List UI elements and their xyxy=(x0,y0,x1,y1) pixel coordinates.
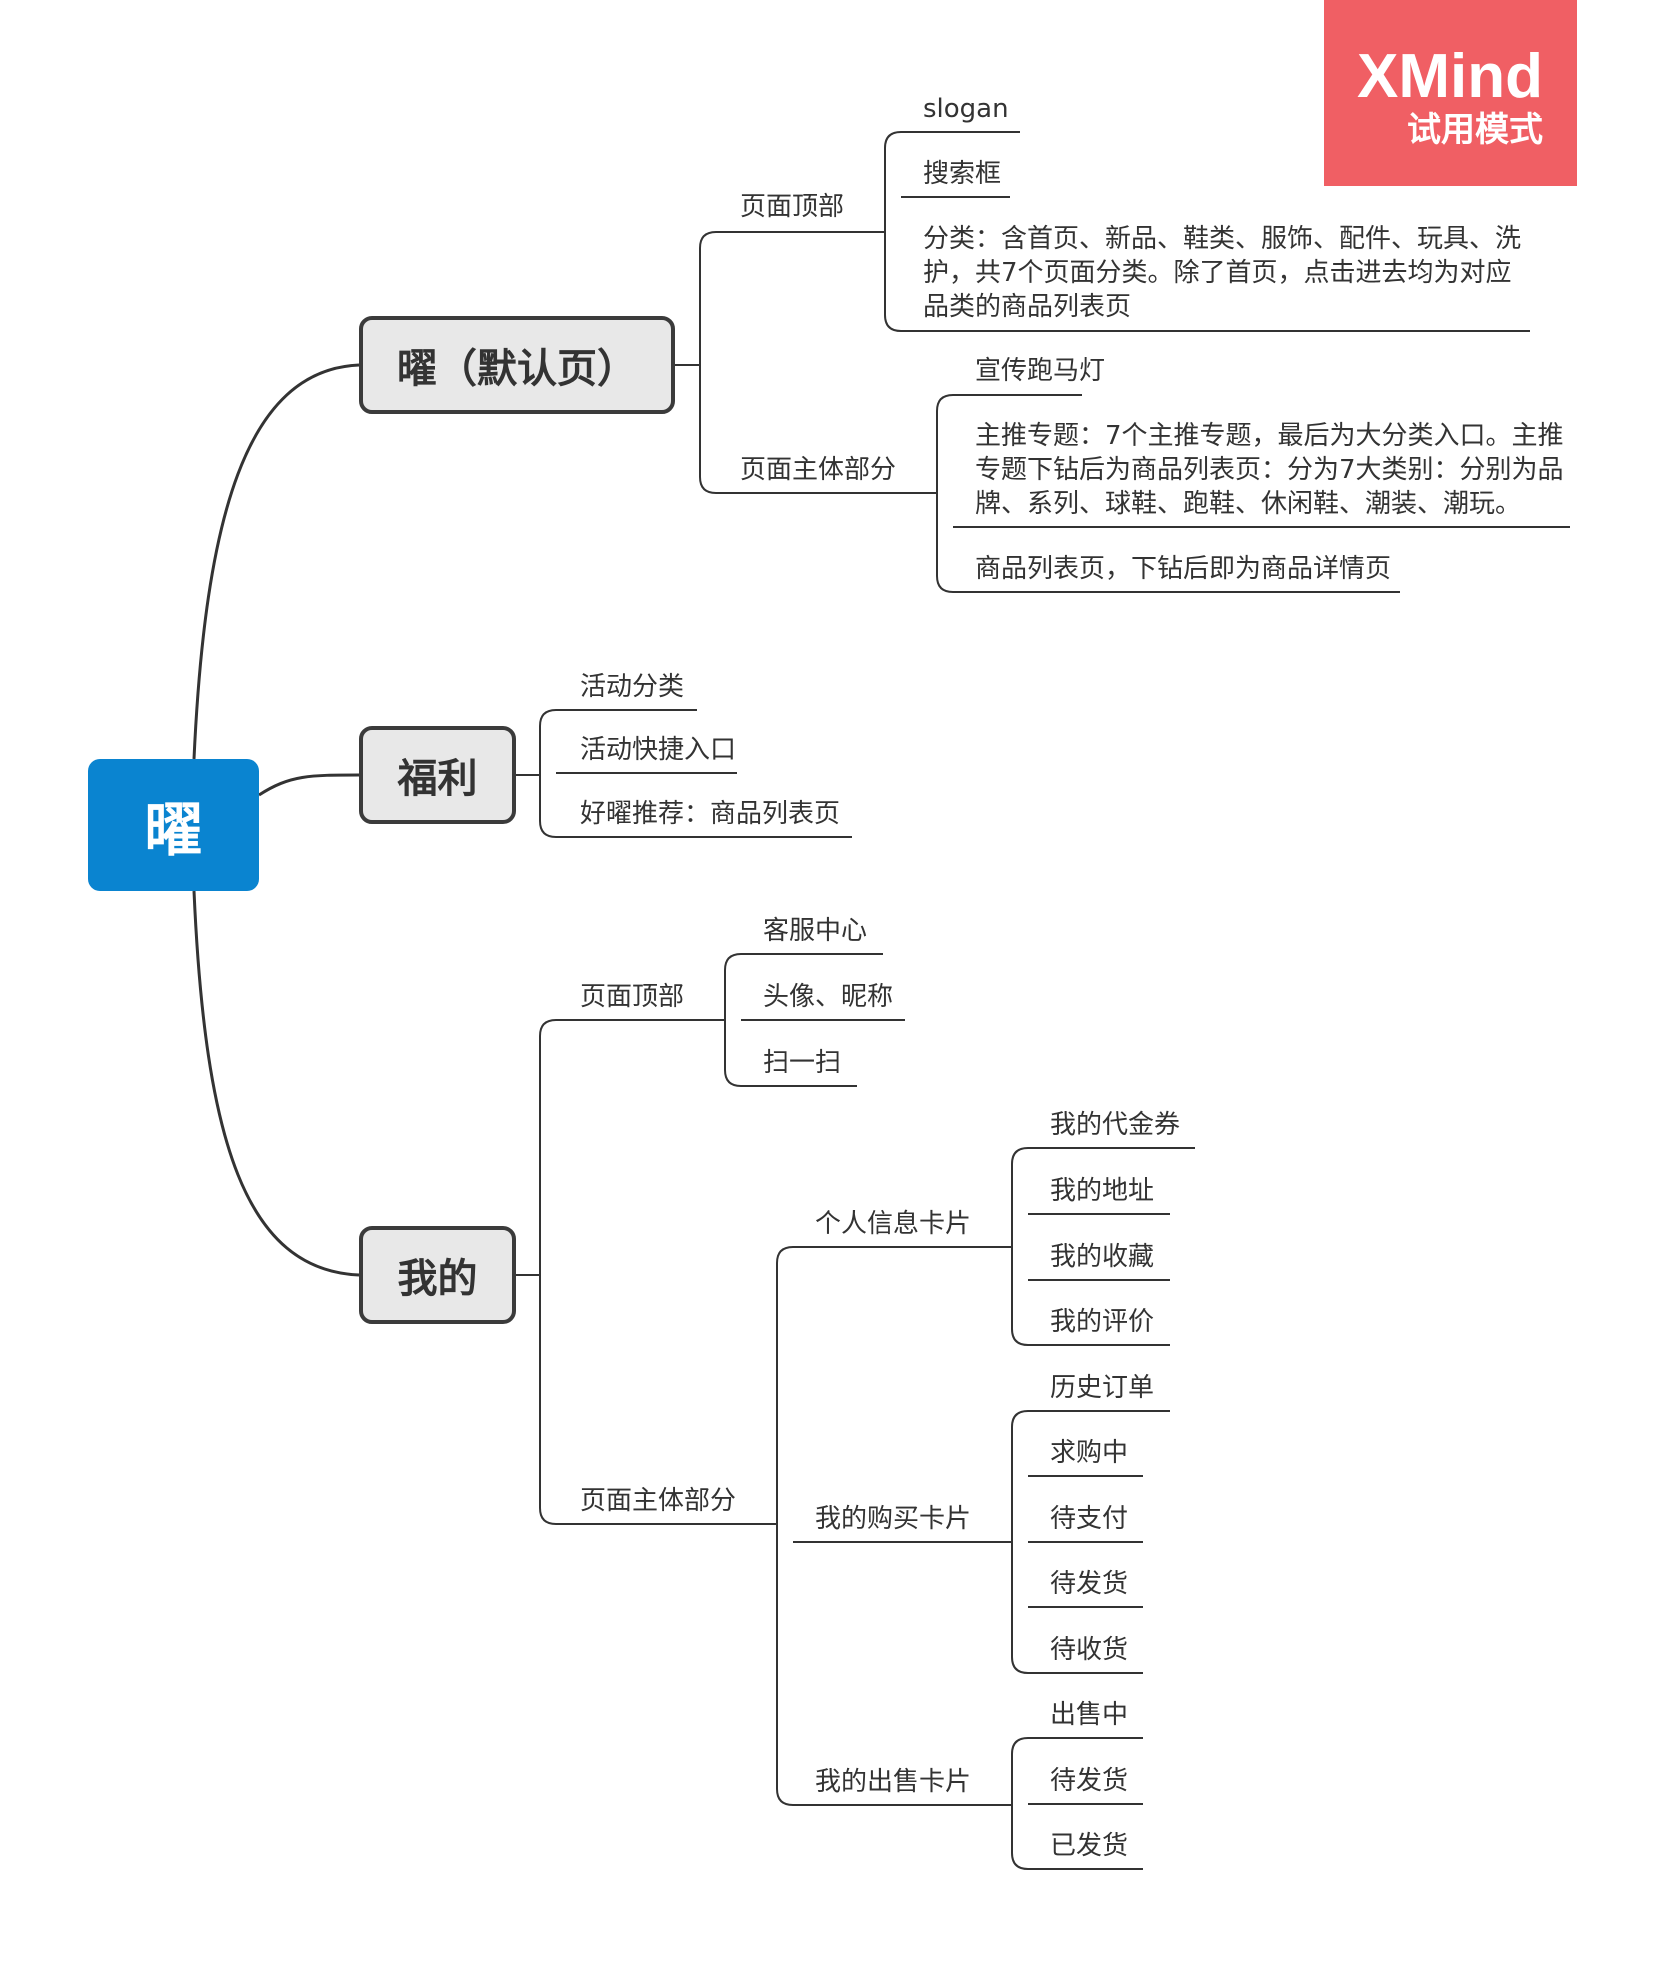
bracket-personal xyxy=(1011,1147,1029,1346)
subtopic-my-address[interactable]: 我的地址 xyxy=(1050,1176,1155,1206)
subtopic-personal-info-card[interactable]: 个人信息卡片 xyxy=(815,1209,972,1239)
subtopic-slogan[interactable]: slogan xyxy=(923,94,1009,124)
subtopic-my-reviews[interactable]: 我的评价 xyxy=(1050,1307,1155,1337)
subtopic-order-history[interactable]: 历史订单 xyxy=(1050,1373,1155,1403)
subtopic-search-box[interactable]: 搜索框 xyxy=(923,159,1002,189)
watermark-subtitle: 试用模式 xyxy=(1407,110,1543,150)
bracket-purchase xyxy=(1011,1410,1029,1674)
main-topic-wode[interactable]: 我的 xyxy=(359,1226,516,1324)
subtopic-mine-page-top[interactable]: 页面顶部 xyxy=(580,982,685,1012)
subtopic-mine-page-body[interactable]: 页面主体部分 xyxy=(580,1486,737,1516)
subtopic-recommendations[interactable]: 好曜推荐：商品列表页 xyxy=(580,799,841,829)
bracket-mine-body xyxy=(776,1246,794,1806)
subtopic-to-receive[interactable]: 待收货 xyxy=(1050,1635,1129,1665)
subtopic-shipped[interactable]: 已发货 xyxy=(1050,1831,1129,1861)
bracket-mine-top xyxy=(724,953,742,1087)
bracket-page-top xyxy=(884,131,902,332)
subtopic-sales-card[interactable]: 我的出售卡片 xyxy=(815,1767,972,1797)
root-topic[interactable]: 曜 xyxy=(88,759,259,891)
subtopic-page-body[interactable]: 页面主体部分 xyxy=(740,455,897,485)
subtopic-my-favorites[interactable]: 我的收藏 xyxy=(1050,1242,1155,1272)
subtopic-purchase-card[interactable]: 我的购买卡片 xyxy=(815,1504,972,1534)
bracket-wode xyxy=(539,1019,557,1525)
bracket-default xyxy=(699,231,717,494)
xmind-trial-watermark: XMind 试用模式 xyxy=(1324,0,1577,186)
bracket-page-body xyxy=(936,394,954,593)
subtopic-scan[interactable]: 扫一扫 xyxy=(763,1048,842,1078)
root-link-wode xyxy=(192,890,360,1277)
subtopic-on-sale[interactable]: 出售中 xyxy=(1050,1700,1129,1730)
subtopic-customer-service[interactable]: 客服中心 xyxy=(763,916,868,946)
subtopic-product-list[interactable]: 商品列表页，下钻后即为商品详情页 xyxy=(975,554,1392,584)
subtopic-featured-topics[interactable]: 主推专题：7个主推专题，最后为大分类入口。主推专题下钻后为商品列表页：分为7大类… xyxy=(975,421,1564,519)
subtopic-activity-category[interactable]: 活动分类 xyxy=(580,672,685,702)
root-link-fuli xyxy=(258,773,360,797)
subtopic-to-pay[interactable]: 待支付 xyxy=(1050,1504,1129,1534)
root-link-default xyxy=(192,363,360,760)
subtopic-activity-shortcut[interactable]: 活动快捷入口 xyxy=(580,735,737,765)
subtopic-seeking[interactable]: 求购中 xyxy=(1050,1438,1129,1468)
subtopic-avatar-nickname[interactable]: 头像、昵称 xyxy=(763,982,894,1012)
subtopic-categories[interactable]: 分类：含首页、新品、鞋类、服饰、配件、玩具、洗护，共7个页面分类。除了首页，点击… xyxy=(923,224,1522,322)
subtopic-banner-marquee[interactable]: 宣传跑马灯 xyxy=(975,356,1106,386)
bracket-fuli xyxy=(539,709,557,838)
subtopic-my-vouchers[interactable]: 我的代金券 xyxy=(1050,1110,1181,1140)
subtopic-to-ship[interactable]: 待发货 xyxy=(1050,1569,1129,1599)
main-topic-fuli[interactable]: 福利 xyxy=(359,726,516,824)
subtopic-page-top[interactable]: 页面顶部 xyxy=(740,192,845,222)
watermark-title: XMind xyxy=(1357,42,1543,111)
bracket-sales xyxy=(1011,1737,1029,1870)
main-topic-yao-default[interactable]: 曜（默认页） xyxy=(359,316,675,414)
subtopic-pending-shipment[interactable]: 待发货 xyxy=(1050,1766,1129,1796)
